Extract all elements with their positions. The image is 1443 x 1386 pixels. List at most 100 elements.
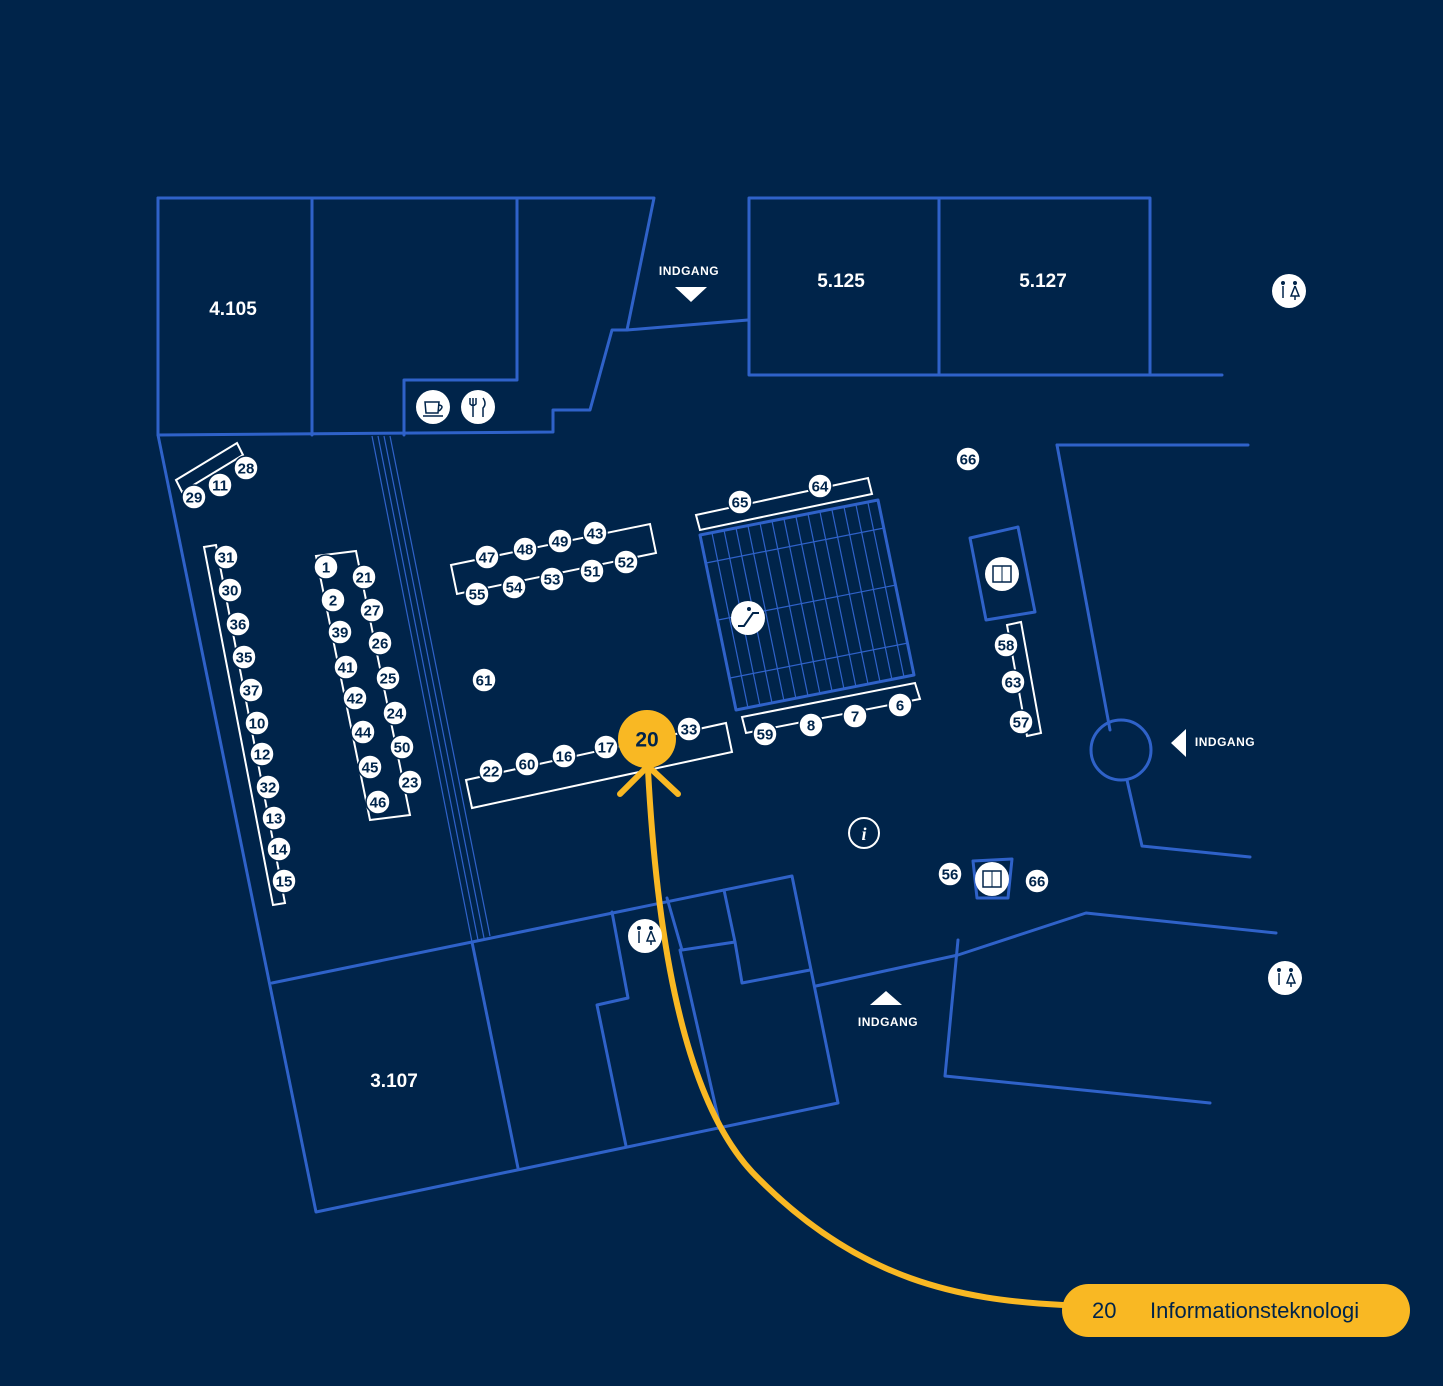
booth-53-marker[interactable]: 53 bbox=[539, 566, 565, 592]
booth-circle bbox=[613, 549, 639, 575]
booth-60-marker[interactable]: 60 bbox=[514, 751, 540, 777]
booth-58-marker[interactable]: 58 bbox=[993, 632, 1019, 658]
booth-circle bbox=[181, 484, 207, 510]
entrance-south: INDGANG bbox=[858, 991, 918, 1029]
booth-23-marker[interactable]: 23 bbox=[397, 769, 423, 795]
booth-43-marker[interactable]: 43 bbox=[582, 520, 608, 546]
toilet-icon bbox=[628, 919, 662, 953]
booth-10-marker[interactable]: 10 bbox=[244, 710, 270, 736]
booth-number: 48 bbox=[517, 542, 534, 559]
booth-markers: 1267810111213141516172122232425262728293… bbox=[181, 446, 1050, 894]
booth-25-marker[interactable]: 25 bbox=[375, 665, 401, 691]
booth-54-marker[interactable]: 54 bbox=[501, 574, 527, 600]
booth-35-marker[interactable]: 35 bbox=[231, 644, 257, 670]
booth-21-marker[interactable]: 21 bbox=[351, 564, 377, 590]
booth-20-label: 20 bbox=[635, 729, 658, 752]
booth-circle bbox=[547, 528, 573, 554]
booth-50-marker[interactable]: 50 bbox=[389, 734, 415, 760]
booth-37-marker[interactable]: 37 bbox=[238, 677, 264, 703]
booth-7-marker[interactable]: 7 bbox=[842, 703, 868, 729]
booth-29-marker[interactable]: 29 bbox=[181, 484, 207, 510]
booth-30-marker[interactable]: 30 bbox=[217, 577, 243, 603]
booth-circle bbox=[249, 741, 275, 767]
room-4105-label: 4.105 bbox=[209, 299, 257, 320]
booth-59-marker[interactable]: 59 bbox=[752, 721, 778, 747]
booth-11-marker[interactable]: 11 bbox=[207, 472, 233, 498]
booth-circle bbox=[582, 520, 608, 546]
booth-circle bbox=[579, 558, 605, 584]
booth-circle bbox=[478, 758, 504, 784]
booth-circle bbox=[807, 473, 833, 499]
booth-28-marker[interactable]: 28 bbox=[233, 455, 259, 481]
walls bbox=[156, 196, 1278, 1214]
booth-number: 49 bbox=[552, 534, 569, 551]
booth-64-marker[interactable]: 64 bbox=[807, 473, 833, 499]
booth-12-marker[interactable]: 12 bbox=[249, 741, 275, 767]
booth-66-marker[interactable]: 66 bbox=[955, 446, 981, 472]
entrance-north: INDGANG bbox=[659, 264, 719, 302]
booth-61-marker[interactable]: 61 bbox=[471, 667, 497, 693]
booth-57-marker[interactable]: 57 bbox=[1008, 709, 1034, 735]
booth-66-marker[interactable]: 66 bbox=[1024, 868, 1050, 894]
booth-26-marker[interactable]: 26 bbox=[367, 630, 393, 656]
booth-63-marker[interactable]: 63 bbox=[1000, 669, 1026, 695]
booth-circle bbox=[551, 743, 577, 769]
booth-circle bbox=[350, 719, 376, 745]
booth-1-marker[interactable]: 1 bbox=[313, 554, 339, 580]
booth-20-highlight[interactable]: 20 bbox=[618, 710, 676, 768]
booth-number: 56 bbox=[942, 867, 959, 884]
booth-51-marker[interactable]: 51 bbox=[579, 558, 605, 584]
booth-55-marker[interactable]: 55 bbox=[464, 581, 490, 607]
restaurant-icon bbox=[461, 390, 495, 424]
booth-24-marker[interactable]: 24 bbox=[382, 700, 408, 726]
booth-17-marker[interactable]: 17 bbox=[593, 734, 619, 760]
booth-circle bbox=[367, 630, 393, 656]
booth-circle bbox=[266, 836, 292, 862]
coffee-icon bbox=[416, 390, 450, 424]
booth-number: 35 bbox=[236, 650, 253, 667]
booth-number: 57 bbox=[1013, 715, 1030, 732]
booth-47-marker[interactable]: 47 bbox=[474, 544, 500, 570]
toilet-icon bbox=[1272, 274, 1306, 308]
booth-circle bbox=[474, 544, 500, 570]
booth-33-marker[interactable]: 33 bbox=[676, 716, 702, 742]
booth-44-marker[interactable]: 44 bbox=[350, 719, 376, 745]
booth-36-marker[interactable]: 36 bbox=[225, 611, 251, 637]
booth-22-marker[interactable]: 22 bbox=[478, 758, 504, 784]
room-3107-label: 3.107 bbox=[370, 1071, 418, 1092]
booth-number: 66 bbox=[960, 452, 977, 469]
arrow-down-icon bbox=[675, 287, 707, 302]
booth-circle bbox=[313, 554, 339, 580]
booth-42-marker[interactable]: 42 bbox=[342, 685, 368, 711]
toilet-icon bbox=[1268, 961, 1302, 995]
booth-circle bbox=[955, 446, 981, 472]
booth-13-marker[interactable]: 13 bbox=[261, 805, 287, 831]
booth-callout[interactable]: 20 Informationsteknologi bbox=[1062, 1284, 1410, 1337]
booth-46-marker[interactable]: 46 bbox=[365, 789, 391, 815]
booth-41-marker[interactable]: 41 bbox=[333, 654, 359, 680]
booth-number: 45 bbox=[362, 760, 379, 777]
booth-39-marker[interactable]: 39 bbox=[327, 619, 353, 645]
booth-number: 43 bbox=[587, 526, 604, 543]
booth-27-marker[interactable]: 27 bbox=[359, 597, 385, 623]
booth-2-marker[interactable]: 2 bbox=[320, 587, 346, 613]
booth-56-marker[interactable]: 56 bbox=[937, 861, 963, 887]
booth-16-marker[interactable]: 16 bbox=[551, 743, 577, 769]
booth-number: 33 bbox=[681, 722, 698, 739]
booth-circle bbox=[752, 721, 778, 747]
booth-6-marker[interactable]: 6 bbox=[887, 692, 913, 718]
booth-52-marker[interactable]: 52 bbox=[613, 549, 639, 575]
booth-14-marker[interactable]: 14 bbox=[266, 836, 292, 862]
booth-31-marker[interactable]: 31 bbox=[213, 544, 239, 570]
booth-circle bbox=[471, 667, 497, 693]
booth-65-marker[interactable]: 65 bbox=[727, 489, 753, 515]
booth-32-marker[interactable]: 32 bbox=[255, 774, 281, 800]
booth-45-marker[interactable]: 45 bbox=[357, 754, 383, 780]
booth-48-marker[interactable]: 48 bbox=[512, 536, 538, 562]
booth-15-marker[interactable]: 15 bbox=[271, 868, 297, 894]
booth-49-marker[interactable]: 49 bbox=[547, 528, 573, 554]
booth-circle bbox=[231, 644, 257, 670]
booth-circle bbox=[365, 789, 391, 815]
booth-8-marker[interactable]: 8 bbox=[798, 712, 824, 738]
booth-circle bbox=[382, 700, 408, 726]
